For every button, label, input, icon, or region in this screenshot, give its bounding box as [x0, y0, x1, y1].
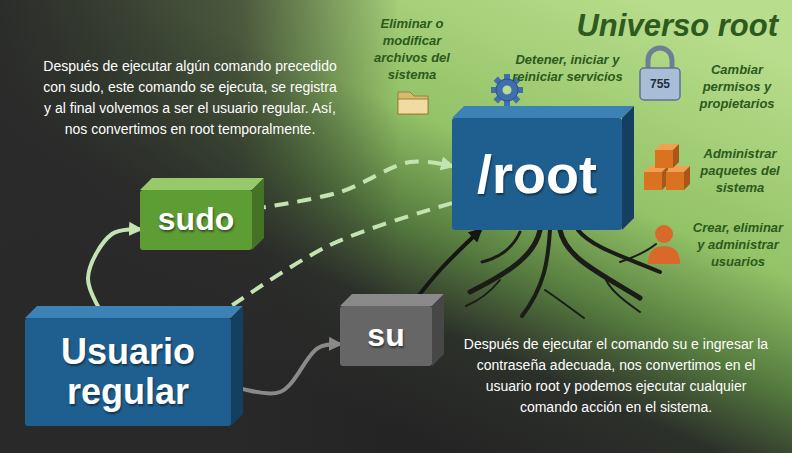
box-top-face [140, 178, 264, 190]
capability-label: Eliminar o modificar archivos del sistem… [360, 16, 464, 84]
box-side-face [622, 106, 634, 230]
note-text: Después de ejecutar el comando su e ingr… [455, 334, 777, 418]
diagram-title: Universo root [576, 8, 778, 44]
capability-label: Administrar paquetes del sistema [692, 146, 788, 197]
node-label: su [367, 318, 404, 354]
node-label: Usuario regular [33, 332, 223, 413]
box-top-face [452, 106, 634, 118]
connector-arrow [88, 229, 140, 318]
lock-icon [640, 48, 680, 100]
root-box: /root [452, 118, 622, 230]
box-side-face [231, 306, 243, 426]
connector-arrow [252, 161, 452, 209]
capability-label: Crear, eliminar y administrar usuarios [688, 220, 788, 271]
sudo-box: sudo [140, 190, 252, 250]
connector-arrow [231, 344, 340, 393]
box-top-face [340, 294, 444, 306]
packages-icon [644, 144, 690, 190]
folder-icon [398, 92, 428, 114]
capability-label: Detener, iniciar y reiniciar servicios [505, 52, 630, 86]
box-side-face [252, 178, 264, 250]
node-label: sudo [158, 202, 234, 238]
user-box: Usuario regular [25, 318, 231, 426]
connector-arrow [411, 230, 481, 306]
capability-label: Cambiar permisos y propietarios [688, 62, 786, 113]
tree-roots [466, 230, 660, 318]
user-icon [648, 225, 680, 264]
note-text: Después de ejecutar algún comando preced… [40, 56, 340, 140]
permission-number: 755 [640, 77, 680, 91]
box-top-face [25, 306, 243, 318]
node-label: /root [477, 144, 597, 204]
su-box: su [340, 306, 432, 366]
box-side-face [432, 294, 444, 366]
